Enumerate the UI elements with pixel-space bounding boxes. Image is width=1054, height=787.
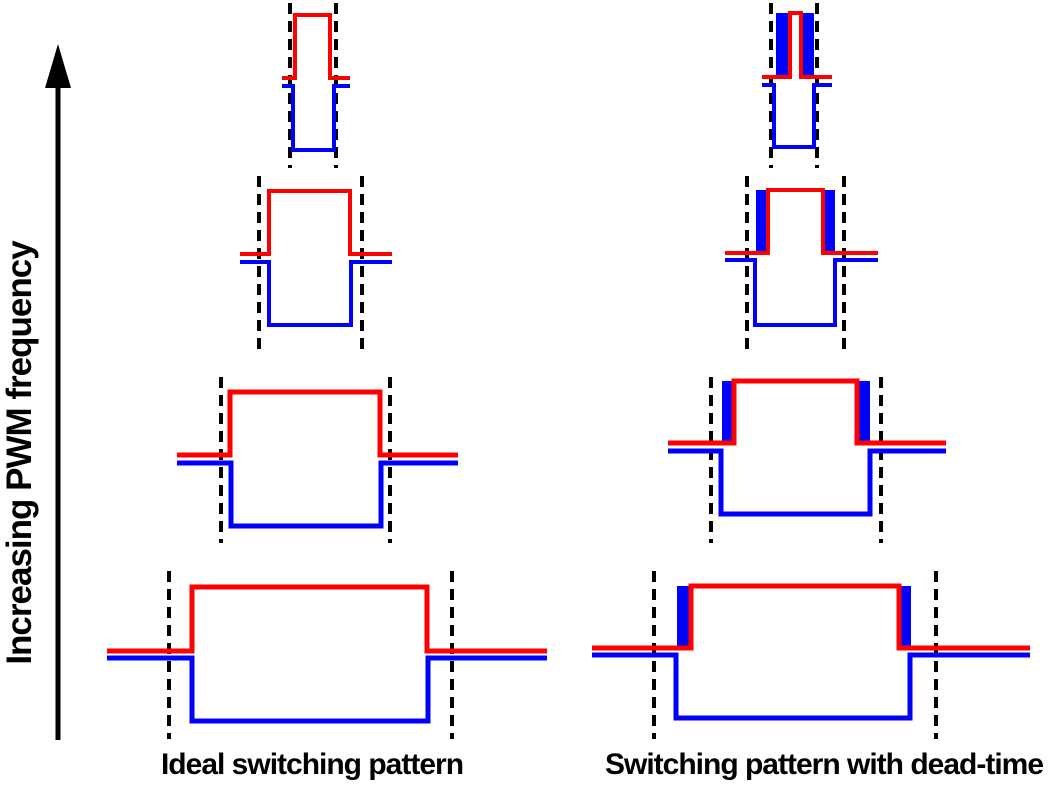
caption-deadtime: Switching pattern with dead-time: [604, 748, 1044, 781]
deadtime-region: [857, 381, 870, 443]
red-signal-waveform: [177, 389, 458, 458]
caption-ideal: Ideal switching pattern: [160, 748, 464, 781]
blue-signal-waveform: [107, 655, 547, 724]
deadtime-region: [677, 586, 691, 648]
y-axis-label: Increasing PWM frequency: [0, 241, 39, 665]
red-signal-waveform: [592, 583, 1030, 651]
deadtime-region: [823, 190, 835, 253]
red-signal-waveform: [240, 189, 392, 256]
red-signal-waveform: [107, 584, 547, 654]
deadtime-region: [756, 190, 768, 253]
frequency-arrow-head: [45, 44, 71, 88]
red-signal-waveform: [762, 11, 832, 79]
blue-signal-waveform: [282, 84, 350, 152]
deadtime-region: [899, 586, 911, 648]
red-signal-waveform: [282, 13, 350, 80]
blue-signal-waveform: [762, 83, 832, 149]
red-signal-waveform: [668, 378, 946, 446]
deadtime-region: [722, 381, 734, 443]
blue-signal-waveform: [668, 448, 946, 517]
blue-signal-waveform: [177, 460, 458, 529]
blue-signal-waveform: [592, 652, 1030, 721]
blue-signal-waveform: [725, 258, 878, 327]
deadtime-region: [801, 13, 814, 77]
red-signal-waveform: [725, 188, 878, 255]
blue-signal-waveform: [240, 260, 392, 327]
deadtime-region: [776, 13, 790, 77]
